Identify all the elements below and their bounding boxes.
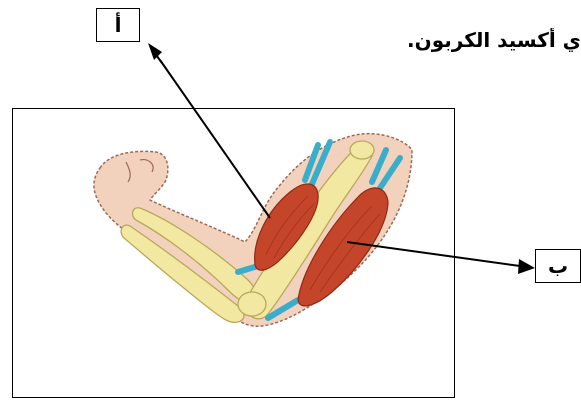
pointer-line-b [347,242,520,266]
shoulder-joint [350,141,374,159]
arrowhead-b [518,259,535,274]
elbow-joint [238,292,266,316]
pointer-line-a [160,60,270,218]
arrowhead-a [148,43,162,60]
